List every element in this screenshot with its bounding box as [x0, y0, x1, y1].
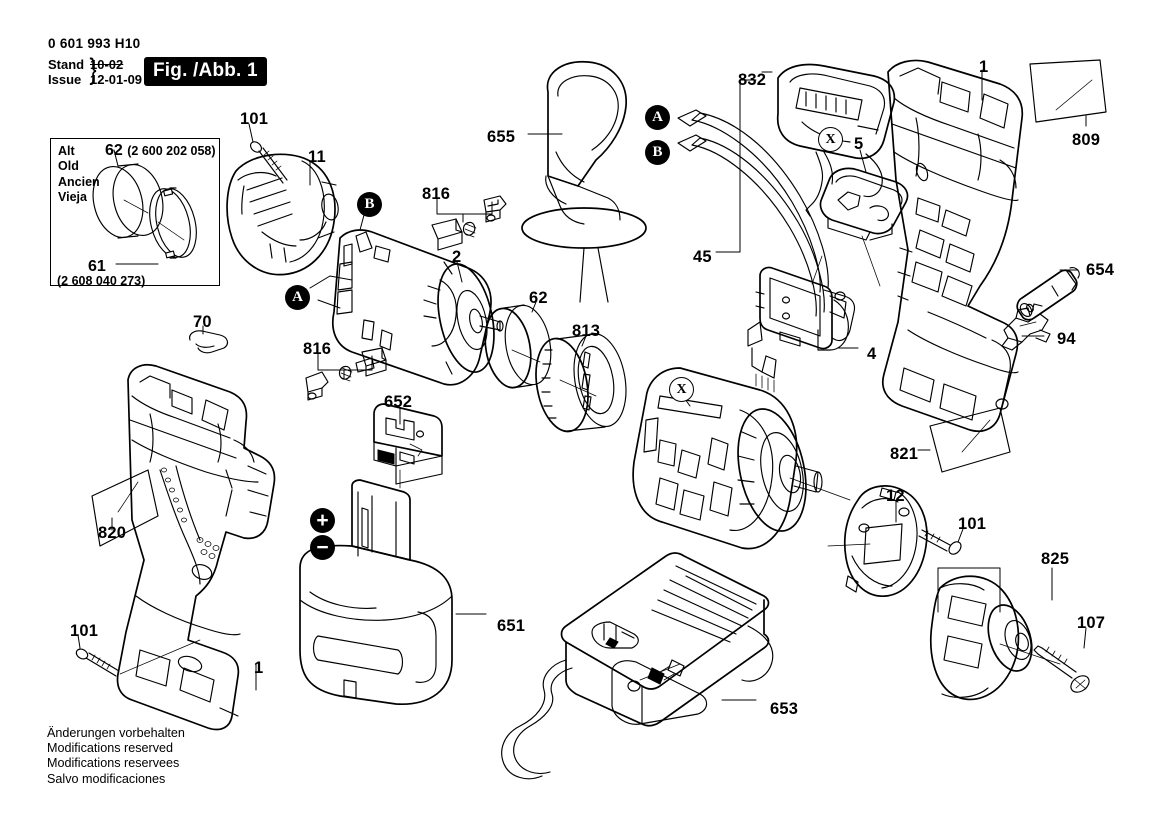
- stand-value: 10-02: [90, 57, 124, 72]
- footer-line-fr: Modifications reservees: [47, 756, 180, 771]
- marker-a-motor: A: [285, 285, 310, 310]
- footer-line-de: Änderungen vorbehalten: [47, 726, 185, 740]
- gear-cover-12-art: [827, 485, 928, 597]
- footer-disclaimer: Änderungen vorbehalten Modifications res…: [47, 726, 185, 787]
- belt-clip-94-art: [1001, 303, 1051, 351]
- left-shell-1-art: [116, 363, 276, 731]
- switch-module-4-art: [747, 255, 859, 393]
- legend-item-61-number: 61: [88, 258, 106, 275]
- legend-lang-de: Alt: [58, 144, 75, 158]
- callout-653: 653: [770, 700, 799, 718]
- legend-item-62-number: 62: [105, 142, 123, 159]
- legend-lang-es: Vieja: [58, 189, 87, 204]
- figure-badge: Fig. /Abb. 1: [144, 57, 267, 86]
- legend-languages: Alt Old Ancien Vieja: [58, 144, 100, 205]
- callout-821: 821: [890, 445, 919, 463]
- callout-62-center: 62: [529, 289, 548, 307]
- callout-813: 813: [572, 322, 601, 340]
- callout-11: 11: [308, 148, 326, 166]
- revision-brace: }: [89, 53, 97, 86]
- legend-item-62-partnumber: (2 600 202 058): [127, 144, 216, 158]
- callout-1-rightshell: 1: [979, 58, 989, 76]
- legend-lang-en: Old: [58, 159, 79, 174]
- marker-b-top: B: [645, 140, 670, 165]
- callout-2: 2: [452, 248, 462, 266]
- charger-653-art: [501, 552, 774, 780]
- screw-107-art: [1033, 627, 1090, 693]
- leader-a-motor: [309, 275, 353, 289]
- callout-816-lower: 816: [303, 340, 332, 358]
- callout-12: 12: [886, 487, 905, 505]
- screw-101-gearcover-art: [248, 123, 288, 184]
- footer-line-es: Salvo modificaciones: [47, 771, 166, 786]
- legend-item-61-partnumber: (2 608 040 273): [57, 274, 146, 288]
- gear-housing-11-art: [226, 153, 339, 276]
- issue-label: Issue: [48, 71, 82, 87]
- callout-651: 651: [497, 617, 526, 635]
- right-shell-1-art: [882, 59, 1024, 433]
- label-plate-821-art: [917, 407, 1011, 473]
- footer-line-en: Modifications reserved: [47, 741, 173, 756]
- callout-4: 4: [867, 345, 877, 363]
- callout-101-footshell: 101: [70, 622, 99, 640]
- marker-plus: +: [310, 508, 335, 533]
- legend-lang-fr: Ancien: [58, 174, 100, 189]
- marker-a-top: A: [645, 105, 670, 130]
- battery-contact-652-art: [373, 403, 443, 489]
- callout-832: 832: [738, 71, 767, 89]
- document-code: 0 601 993 H10: [48, 36, 141, 51]
- collar-62-art: [484, 301, 552, 389]
- callout-809: 809: [1072, 131, 1101, 149]
- callout-101-chuck: 101: [958, 515, 987, 533]
- screw-101-chuck-art: [918, 528, 964, 555]
- funnel-655-art: [521, 60, 647, 303]
- cable-harness-45-art: [677, 79, 829, 317]
- issue-value: 12-01-09: [90, 71, 143, 87]
- callout-45: 45: [693, 248, 712, 266]
- brush-set-816-upper-art: [431, 195, 507, 251]
- trigger-shroud-5-art: [819, 149, 909, 287]
- revision-block: Stand 10-02 Issue 12-01-09: [48, 57, 143, 87]
- callout-107: 107: [1077, 614, 1106, 632]
- callout-1-leftshell: 1: [254, 659, 264, 677]
- marker-minus: −: [310, 535, 335, 560]
- marker-x-housing: X: [818, 127, 843, 152]
- leader-a-motor-2: [317, 299, 341, 309]
- motor-2-art: [332, 229, 504, 386]
- gear-ring-813-art: [535, 332, 627, 433]
- marker-x-gearbox: X: [669, 377, 694, 402]
- callout-825: 825: [1041, 550, 1070, 568]
- callout-94: 94: [1057, 330, 1076, 348]
- callout-816-upper: 816: [422, 185, 451, 203]
- bit-holder-654-art: [1016, 267, 1080, 321]
- callout-820: 820: [98, 524, 127, 542]
- chuck-825-art: [929, 567, 1061, 701]
- callout-652: 652: [384, 393, 413, 411]
- callout-101-gearcover: 101: [240, 110, 269, 128]
- callout-654: 654: [1086, 261, 1115, 279]
- screw-101-foot-art: [75, 634, 201, 677]
- marker-b-motor: B: [357, 192, 382, 217]
- legend-item-62: 62 (2 600 202 058): [105, 142, 216, 160]
- stand-label: Stand: [48, 57, 85, 72]
- callout-5: 5: [854, 135, 864, 153]
- label-plate-809-art: [1029, 59, 1107, 127]
- gearbox-assembly-art: [632, 367, 851, 550]
- callout-655: 655: [487, 128, 516, 146]
- callout-70: 70: [193, 313, 212, 331]
